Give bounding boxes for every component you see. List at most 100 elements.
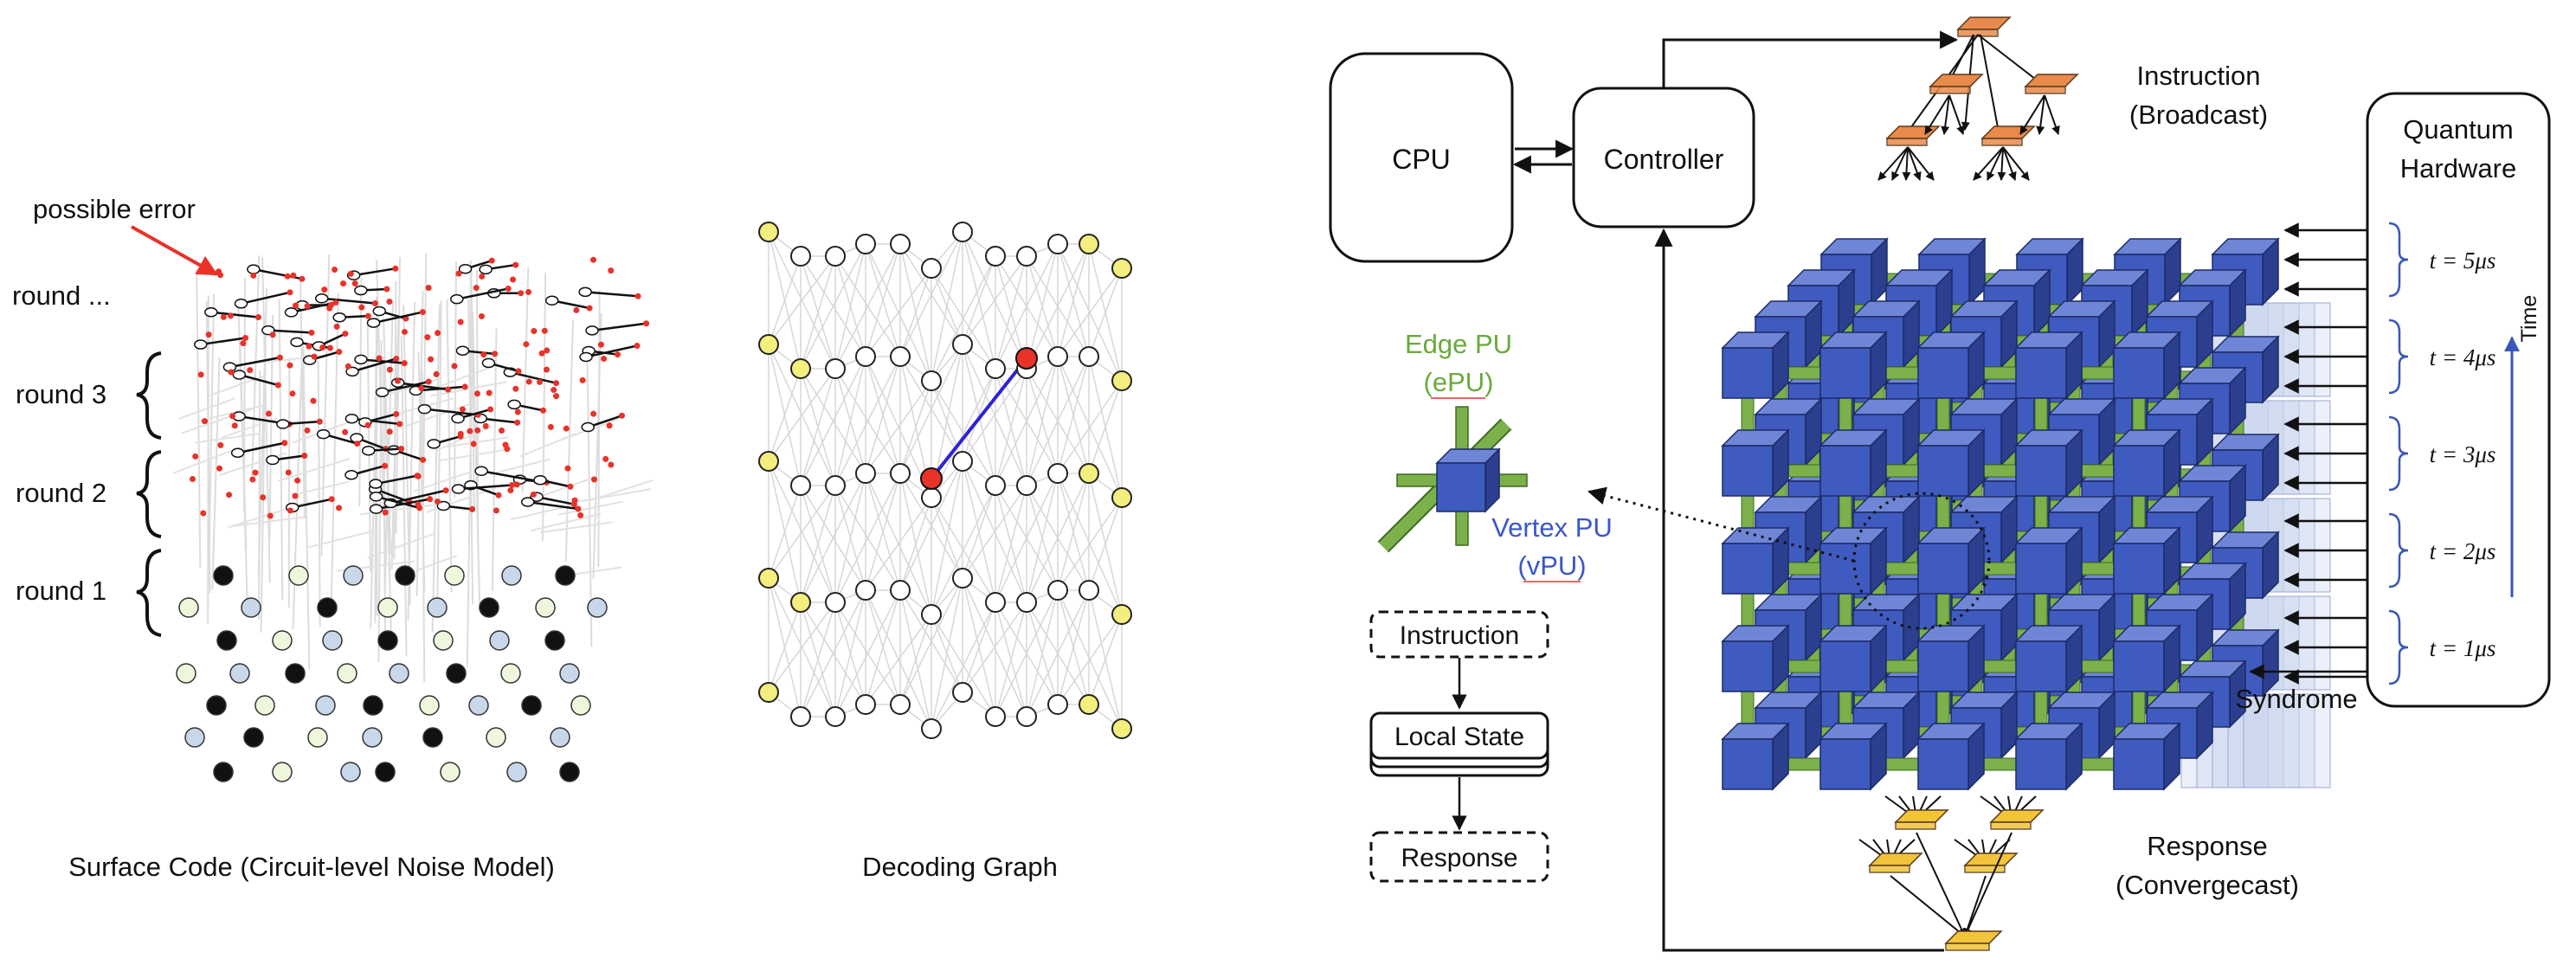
error-site xyxy=(401,360,408,367)
error-site xyxy=(457,318,464,325)
error-gate xyxy=(194,339,208,350)
error-site xyxy=(442,487,449,494)
time-brace xyxy=(2388,415,2409,492)
graph-edge xyxy=(962,368,996,462)
graph-vertex xyxy=(921,258,942,279)
lattice-line xyxy=(441,364,497,387)
qubit-dot xyxy=(395,565,415,586)
lattice-line xyxy=(466,356,473,668)
vertex-pu xyxy=(2015,738,2067,790)
decoding-graph-edges xyxy=(768,231,1123,730)
error-site xyxy=(507,487,514,494)
error-site xyxy=(634,293,641,299)
qubit-dot xyxy=(213,565,234,586)
qubit-dot xyxy=(340,762,361,782)
graph-vertex xyxy=(952,682,973,703)
error-site xyxy=(289,390,296,397)
graph-edge xyxy=(995,602,1027,717)
error-link xyxy=(267,329,312,334)
broadcast-leaf-arrow xyxy=(2036,94,2045,135)
qubit-dot xyxy=(587,597,608,618)
lattice-line xyxy=(436,300,442,608)
vertex-pu-abbrev: (vPU) xyxy=(1517,550,1586,581)
error-site xyxy=(200,510,207,517)
error-site xyxy=(336,505,343,511)
error-link xyxy=(456,287,509,300)
graph-edge xyxy=(931,577,963,730)
flow-response-box xyxy=(1369,831,1549,883)
graph-edge xyxy=(899,344,963,474)
error-link xyxy=(585,344,638,358)
graph-vertex xyxy=(825,475,846,496)
qubit-dot xyxy=(559,762,580,782)
qubit-dot xyxy=(288,565,309,586)
graph-vertex xyxy=(790,475,811,496)
surface-code-qubits xyxy=(176,565,608,782)
error-link xyxy=(458,484,512,491)
graph-edge xyxy=(931,231,963,382)
error-site xyxy=(523,341,530,348)
graph-vertex xyxy=(921,370,942,391)
graph-edge xyxy=(768,255,836,345)
virtual-vertex xyxy=(1079,694,1099,715)
error-site xyxy=(287,362,293,369)
surface-code-error-sites xyxy=(189,256,650,519)
error-site xyxy=(294,477,301,484)
qubit-dot xyxy=(272,630,293,651)
error-site xyxy=(425,378,432,385)
error-site xyxy=(553,380,560,387)
broadcast-leaf-arrow xyxy=(2019,94,2045,135)
error-gate xyxy=(450,293,464,305)
qubit-dot xyxy=(468,695,489,716)
error-site xyxy=(537,378,544,385)
error-site xyxy=(306,343,312,350)
broadcast-leaf-arrow xyxy=(1941,94,1950,135)
qubit-dot xyxy=(307,727,328,748)
error-site xyxy=(252,469,259,476)
round-3-brace xyxy=(136,351,162,440)
error-gate xyxy=(417,403,432,415)
error-site xyxy=(415,501,422,508)
broadcast-node xyxy=(1929,74,1984,87)
convergecast-node xyxy=(1963,852,2019,866)
graph-edge xyxy=(1026,243,1090,370)
possible-error-label: possible error xyxy=(33,194,196,224)
matched-error-chain xyxy=(930,357,1028,480)
error-site xyxy=(488,257,495,264)
graph-edge xyxy=(800,368,836,486)
error-gate xyxy=(436,500,451,511)
graph-edge xyxy=(834,243,901,370)
graph-vertex xyxy=(921,604,942,625)
error-site xyxy=(551,387,557,394)
future-round-block xyxy=(2243,693,2331,788)
graph-vertex xyxy=(825,592,846,613)
qubit-dot xyxy=(479,597,499,618)
error-site xyxy=(435,499,441,505)
qubit-dot xyxy=(446,663,467,684)
error-site xyxy=(505,285,512,292)
error-site xyxy=(398,445,405,452)
error-site xyxy=(433,370,440,377)
surface-code-panel: possible error round ... round 3 round 2… xyxy=(12,194,654,882)
error-site xyxy=(299,275,306,282)
error-site xyxy=(202,418,209,425)
vertex-pu xyxy=(1722,543,1774,595)
error-gate xyxy=(369,492,383,502)
graph-edge xyxy=(899,614,932,705)
error-site xyxy=(502,441,509,448)
virtual-vertex xyxy=(1079,234,1099,254)
vertex-pu xyxy=(1819,738,1871,790)
lattice-line xyxy=(178,397,235,420)
broadcast-node-edge xyxy=(2025,86,2066,94)
graph-edge xyxy=(899,380,932,474)
error-site xyxy=(419,309,426,316)
error-site xyxy=(487,406,494,413)
graph-vertex xyxy=(790,706,811,727)
error-site xyxy=(482,422,489,429)
graph-edge xyxy=(995,589,1059,717)
broadcast-leaf-arrow xyxy=(1907,146,1935,181)
convergecast-arrow xyxy=(1964,832,2012,937)
lattice-line xyxy=(431,304,441,633)
graph-vertex xyxy=(825,706,846,727)
edge-pu-label: Edge PU xyxy=(1405,329,1512,359)
